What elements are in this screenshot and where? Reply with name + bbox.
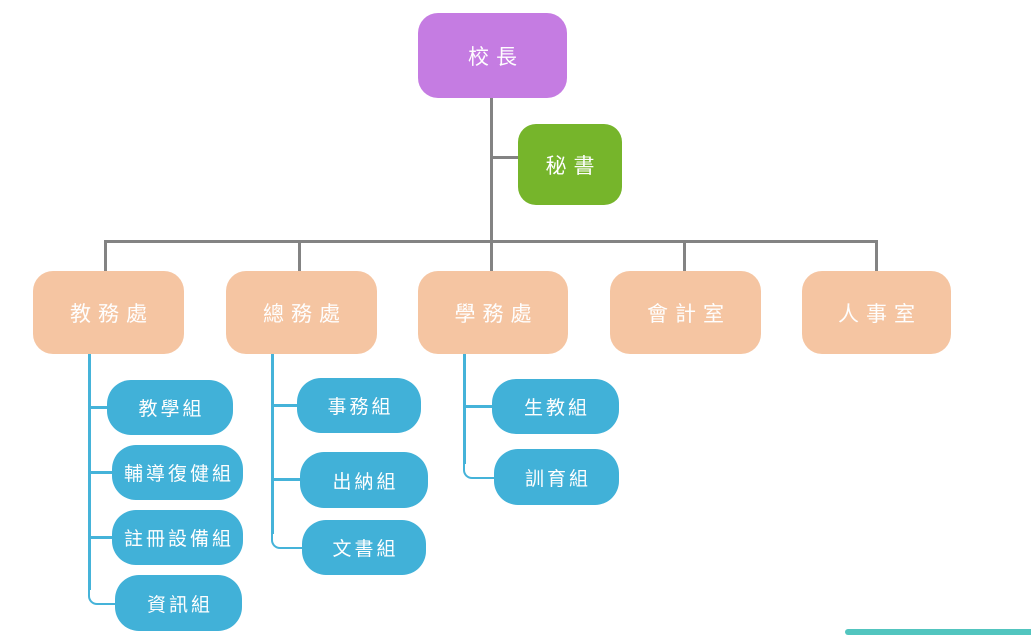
node-general-services-section[interactable]: 事務組 (297, 378, 421, 433)
node-academic-affairs-office[interactable]: 教務處 (33, 271, 184, 354)
elbow-documents (271, 532, 304, 549)
connector-drop-personnel (875, 240, 878, 271)
stub-cashier (271, 478, 300, 481)
node-accounting-office[interactable]: 會計室 (610, 271, 761, 354)
connector-secretary-stub (490, 156, 519, 159)
connector-root-vertical (490, 98, 493, 271)
rail-student (463, 354, 466, 464)
horizontal-scrollbar-thumb[interactable] (845, 629, 1031, 635)
node-personnel-office[interactable]: 人事室 (802, 271, 951, 354)
connector-drop-accounting (683, 240, 686, 271)
node-registration-equipment-section[interactable]: 註冊設備組 (112, 510, 243, 565)
connector-drop-academic (104, 240, 107, 271)
node-documents-section[interactable]: 文書組 (302, 520, 426, 575)
node-counseling-rehab-section[interactable]: 輔導復健組 (112, 445, 243, 500)
stub-counseling-rehab (88, 471, 112, 474)
node-cashier-section[interactable]: 出納組 (300, 452, 428, 508)
node-information-section[interactable]: 資訊組 (115, 575, 242, 631)
connector-drop-general (298, 240, 301, 271)
elbow-information (88, 588, 117, 605)
node-principal[interactable]: 校長 (418, 13, 567, 98)
stub-teaching (88, 406, 107, 409)
connector-bus (104, 240, 878, 243)
node-student-affairs-office[interactable]: 學務處 (418, 271, 568, 354)
node-teaching-section[interactable]: 教學組 (107, 380, 233, 435)
node-general-affairs-office[interactable]: 總務處 (226, 271, 377, 354)
stub-student-discipline (463, 405, 492, 408)
node-training-section[interactable]: 訓育組 (494, 449, 619, 505)
stub-general-services (271, 404, 297, 407)
rail-general (271, 354, 274, 534)
node-student-discipline-section[interactable]: 生教組 (492, 379, 619, 434)
stub-registration-equipment (88, 536, 112, 539)
elbow-training (463, 462, 495, 479)
node-secretary[interactable]: 秘書 (518, 124, 622, 205)
